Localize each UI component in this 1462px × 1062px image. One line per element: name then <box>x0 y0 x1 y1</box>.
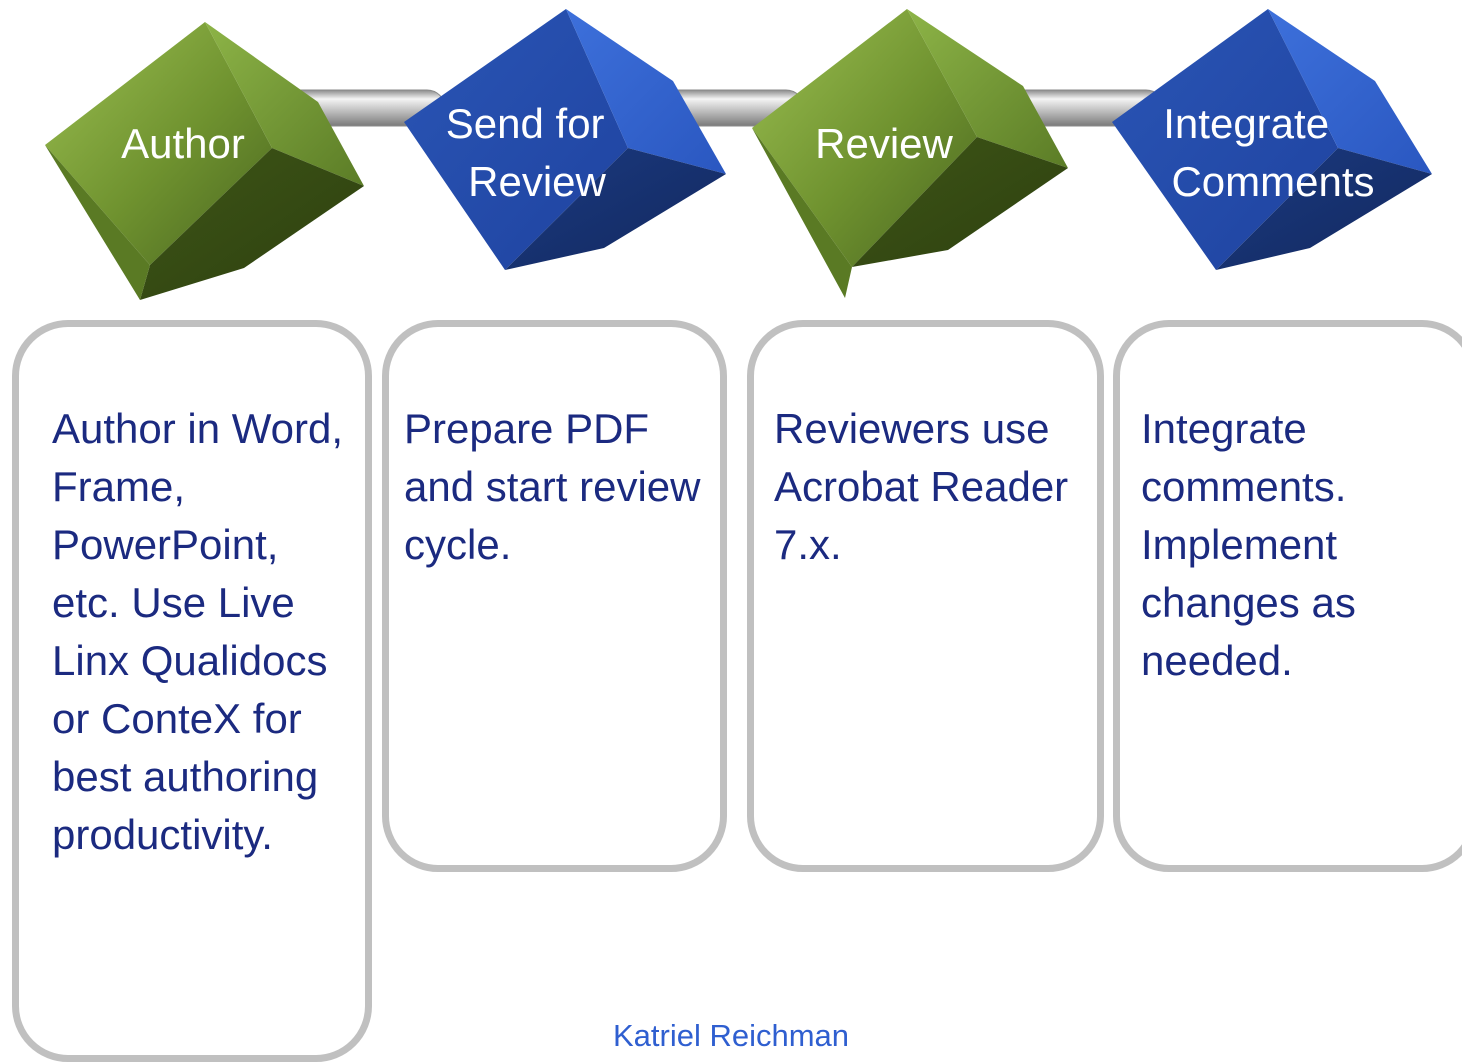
cube-label-line: Author <box>121 120 245 167</box>
cube-author: Author <box>45 22 364 300</box>
step-card-author <box>12 320 372 1062</box>
footer-author-name: Katriel Reichman <box>612 1018 850 1053</box>
cube-label-line: Review <box>468 158 606 205</box>
cube-review: Review <box>752 9 1068 298</box>
cube-integrate-comments: Integrate Comments <box>1112 9 1432 270</box>
step-description-author: Author in Word, Frame, PowerPoint, etc. … <box>52 405 344 858</box>
cube-label-line: Comments <box>1171 158 1374 205</box>
cube-label-integrate-comments: Integrate Comments <box>1163 100 1374 205</box>
cube-label-line: Integrate <box>1163 100 1329 147</box>
cube-label-line: Review <box>815 120 953 167</box>
cube-label-review: Review <box>815 120 953 167</box>
cube-send-for-review: Send for Review <box>404 9 726 270</box>
step-description-integrate-comments: Integrate comments. Implement changes as… <box>1141 405 1356 684</box>
cube-label-author: Author <box>121 120 245 167</box>
step-description-send-for-review: Prepare PDF and start review cycle. <box>404 405 701 568</box>
step-description-review: Reviewers use Acrobat Reader 7.x. <box>774 405 1069 568</box>
cube-label-send-for-review: Send for Review <box>446 100 616 205</box>
step-card-send-for-review <box>382 320 727 872</box>
step-card-integrate-comments <box>1113 320 1462 872</box>
cube-label-line: Send for <box>446 100 605 147</box>
step-card-review <box>747 320 1104 872</box>
